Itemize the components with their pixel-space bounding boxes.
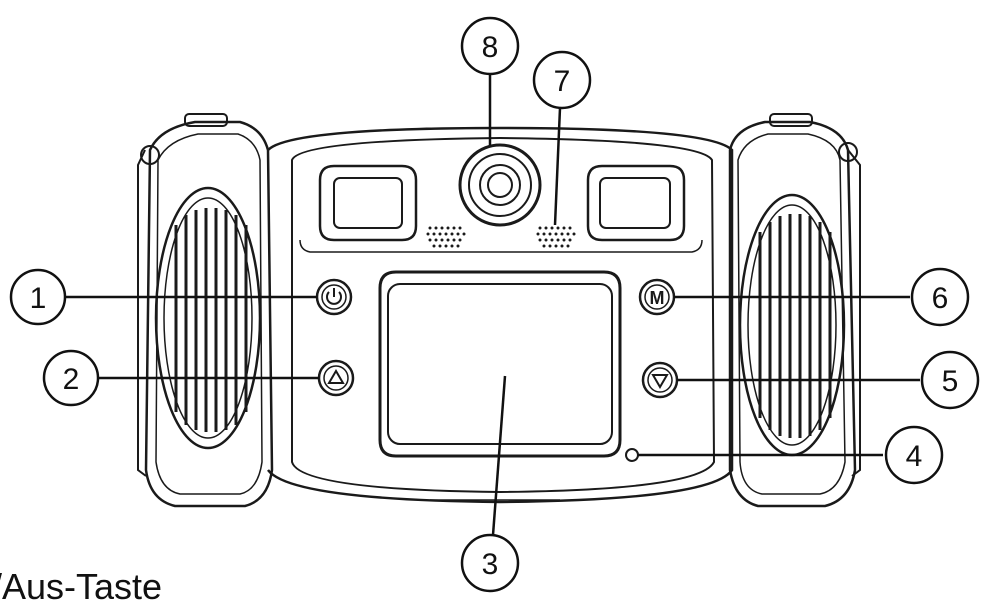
callout-4-label: 4: [906, 440, 923, 473]
lens: [458, 143, 542, 227]
power-icon: [326, 288, 342, 305]
power-button: [315, 278, 353, 316]
left-viewfinder: [318, 164, 418, 242]
right-viewfinder: [586, 164, 686, 242]
triangle-down-icon: [651, 374, 669, 389]
callout-3: 3: [460, 533, 520, 593]
mode-button-glyph: M: [650, 288, 665, 308]
microphone-right: [536, 226, 576, 248]
indicator-led: [625, 448, 639, 462]
callout-5: 5: [920, 350, 980, 410]
callout-1-label: 1: [30, 282, 47, 315]
right-grip: [728, 113, 861, 508]
callout-4: 4: [884, 425, 944, 485]
callout-8-label: 8: [482, 31, 499, 64]
down-button: [641, 361, 679, 399]
callout-1: 1: [9, 268, 67, 326]
mode-button: M: [638, 278, 676, 316]
callout-7: 7: [532, 50, 592, 110]
callout-6: 6: [910, 267, 970, 327]
callout-2-label: 2: [63, 363, 80, 396]
left-grip: [137, 113, 274, 508]
caption-text: /Aus-Taste: [0, 566, 163, 607]
leader-7: [553, 107, 562, 226]
triangle-up-icon: [327, 369, 345, 384]
callout-6-label: 6: [932, 282, 949, 315]
leader-lines: [65, 75, 920, 536]
up-button: [317, 359, 355, 397]
callout-8: 8: [460, 16, 520, 76]
microphone-left: [426, 226, 466, 248]
leader-3: [491, 375, 507, 536]
callout-5-label: 5: [942, 365, 959, 398]
callout-2: 2: [42, 349, 100, 407]
callout-3-label: 3: [482, 548, 499, 581]
callout-7-label: 7: [554, 65, 571, 98]
